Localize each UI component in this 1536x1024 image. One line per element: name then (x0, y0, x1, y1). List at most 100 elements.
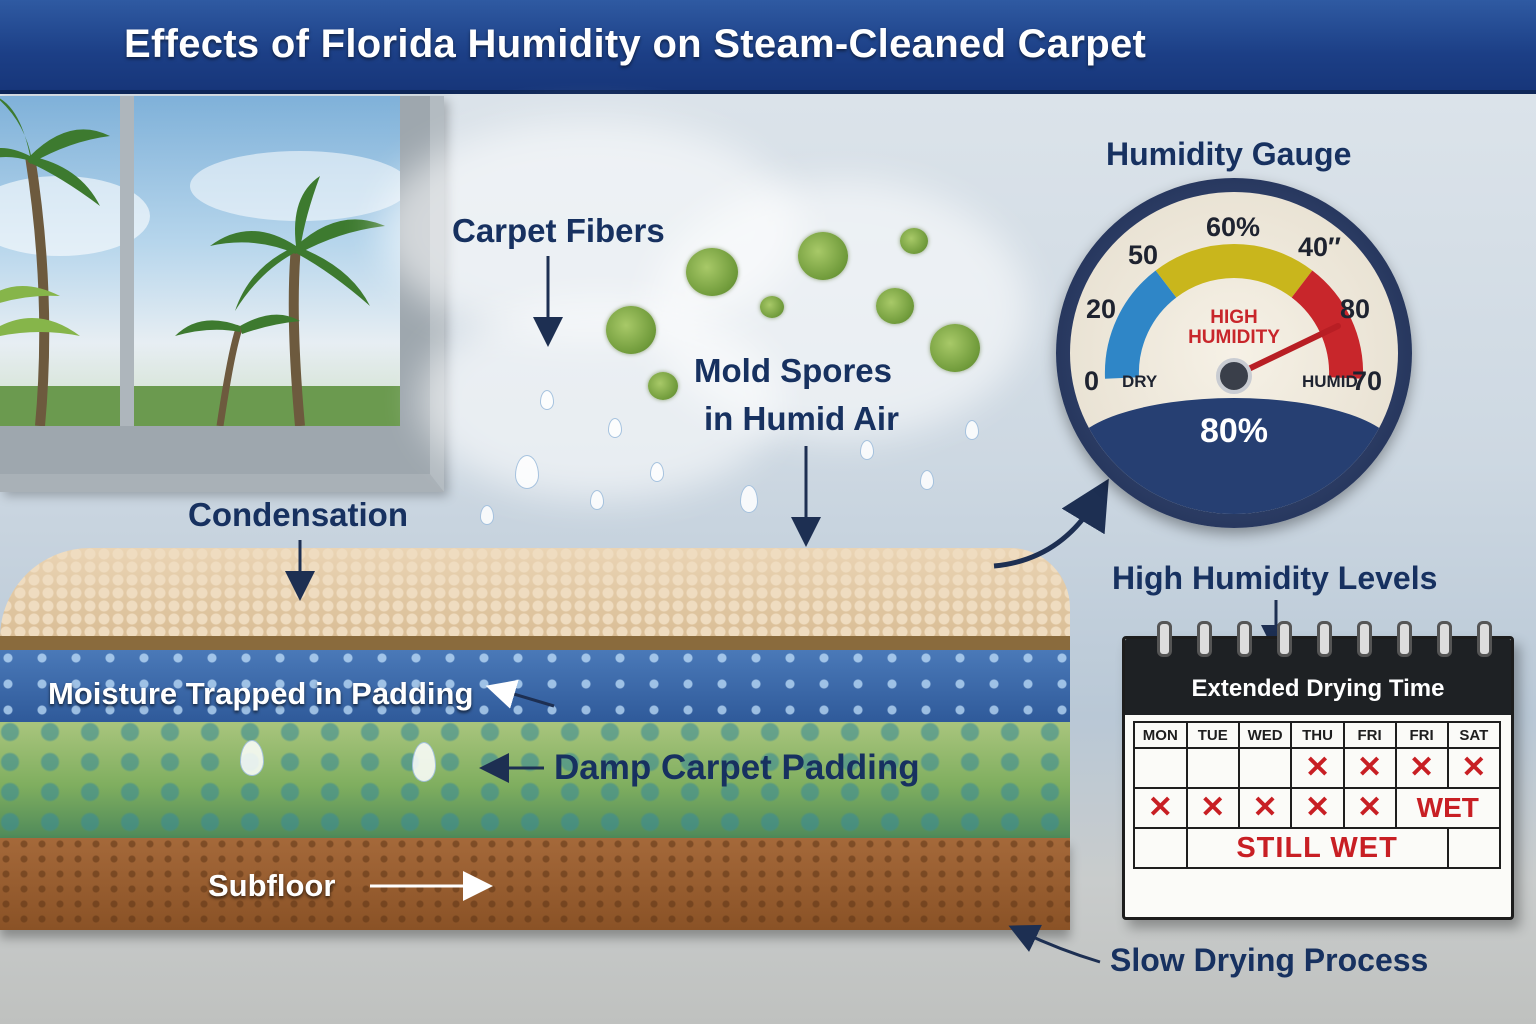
water-droplet (590, 490, 604, 510)
calendar-ring (1317, 621, 1332, 657)
gauge-tick-50: 50 (1128, 240, 1159, 270)
weekday-header: TUE (1185, 721, 1240, 749)
water-droplet (650, 462, 664, 482)
calendar-day-cell: ✕ (1342, 787, 1397, 829)
arrow-slow-drying (1008, 924, 1101, 964)
gauge-humid-label: HUMID (1302, 372, 1358, 391)
calendar-wet-cell: WET (1394, 787, 1501, 829)
gauge-tick-80: 80 (1340, 294, 1371, 324)
gauge-tick-0: 0 (1084, 366, 1100, 396)
mold-spore (798, 232, 848, 280)
drying-calendar: Extended Drying Time MON TUE WED THU FRI… (1122, 621, 1514, 920)
gauge-hub (1216, 358, 1252, 394)
calendar-day-cell: ✕ (1185, 787, 1240, 829)
weekday-header: FRI (1394, 721, 1449, 749)
calendar-week-row: STILL WET (1133, 827, 1502, 869)
calendar-day-cell: ✕ (1446, 747, 1502, 789)
calendar-title: Extended Drying Time (1191, 675, 1445, 702)
window-glass (0, 96, 410, 427)
calendar-day-cell (1133, 747, 1188, 789)
calendar-ring (1157, 621, 1172, 657)
gauge-title: Humidity Gauge (1106, 136, 1352, 172)
gauge-dial (1104, 244, 1364, 394)
gauge-zone-mid (1155, 244, 1313, 298)
gauge-face: 80% HIGH HUMIDITY 0 20 50 60% 40″ 80 70 … (1070, 192, 1398, 514)
gauge-tick-70: 70 (1352, 366, 1383, 396)
calendar-day-cell: ✕ (1342, 747, 1397, 789)
calendar-day-cell: ✕ (1133, 787, 1188, 829)
water-droplet (860, 440, 874, 460)
water-droplet (920, 470, 934, 490)
calendar-day-cell: ✕ (1290, 787, 1345, 829)
weekday-header: MON (1133, 721, 1188, 749)
label-condensation: Condensation (188, 496, 408, 533)
water-droplet (240, 740, 264, 776)
window-mullion (120, 96, 134, 426)
carpet-backing-layer (0, 636, 1070, 650)
calendar-ring (1437, 621, 1452, 657)
mold-spore (900, 228, 928, 254)
gauge-reading-panel (1070, 398, 1398, 514)
water-droplet (480, 505, 494, 525)
page-title: Effects of Florida Humidity on Steam-Cle… (124, 22, 1147, 66)
mold-spore (606, 306, 656, 354)
damp-padding-layer (0, 722, 1070, 838)
calendar-ring (1357, 621, 1372, 657)
calendar-week-row: ✕ ✕ ✕ ✕ ✕ WET (1133, 787, 1501, 829)
weekday-header: THU (1290, 721, 1345, 749)
calendar-ring (1477, 621, 1492, 657)
gauge-tick-20: 20 (1086, 294, 1117, 324)
calendar-day-cell: ✕ (1237, 787, 1293, 829)
water-droplet (740, 485, 758, 513)
weekday-header: WED (1237, 721, 1293, 749)
calendar-day-cell: ✕ (1290, 747, 1345, 789)
calendar-day-cell (1446, 827, 1502, 869)
arrow-moisture (485, 679, 555, 709)
label-high-humidity-levels: High Humidity Levels (1112, 560, 1438, 596)
weekday-header: SAT (1446, 721, 1502, 749)
label-mold-spores-line2: in Humid Air (704, 400, 899, 437)
mold-spore (648, 372, 678, 400)
water-droplet (965, 420, 979, 440)
gauge-zone-label: HIGH HUMIDITY (1166, 308, 1302, 348)
mold-spore (686, 248, 738, 296)
water-droplet (608, 418, 622, 438)
water-droplet (515, 455, 539, 489)
calendar-still-wet: STILL WET (1185, 827, 1449, 869)
label-slow-drying: Slow Drying Process (1110, 942, 1429, 978)
calendar-ring (1237, 621, 1252, 657)
mist-cloud (420, 300, 780, 500)
calendar-ring (1197, 621, 1212, 657)
mold-spore (876, 288, 914, 324)
carpet-fibers-layer (0, 548, 1070, 640)
label-damp-padding: Damp Carpet Padding (554, 748, 920, 787)
label-carpet-fibers: Carpet Fibers (452, 212, 665, 249)
calendar-ring (1277, 621, 1292, 657)
label-subfloor: Subfloor (208, 868, 336, 903)
calendar-grid: MON TUE WED THU FRI FRI SAT ✕ ✕ ✕ ✕ ✕ ✕ … (1133, 721, 1502, 869)
gauge-dry-label: DRY (1122, 372, 1158, 391)
weekday-header: FRI (1342, 721, 1397, 749)
label-mold-spores-line1: Mold Spores (694, 352, 893, 389)
calendar-day-cell (1133, 827, 1188, 869)
calendar-day-cell (1237, 747, 1293, 789)
gauge-zone-dry (1104, 270, 1177, 379)
gauge-zone-label-line2: HUMIDITY (1188, 327, 1280, 348)
gauge-tick-40: 40″ (1298, 232, 1341, 262)
gauge-zone-label-line1: HIGH (1210, 307, 1258, 328)
gauge-tick-60: 60% (1206, 212, 1261, 242)
calendar-day-cell (1185, 747, 1240, 789)
calendar-ring (1397, 621, 1412, 657)
label-moisture-trapped: Moisture Trapped in Padding (48, 676, 474, 711)
mold-spore (930, 324, 980, 372)
moisture-padding-layer (0, 650, 1070, 722)
title-bar (0, 0, 1536, 94)
subfloor-layer (0, 838, 1070, 930)
calendar-week-row: ✕ ✕ ✕ ✕ (1133, 747, 1502, 789)
gauge-needle (1231, 323, 1341, 379)
palm-trees-illustration (0, 98, 410, 427)
water-droplet (412, 742, 436, 782)
calendar-weekday-row: MON TUE WED THU FRI FRI SAT (1133, 721, 1502, 749)
water-droplet (540, 390, 554, 410)
gauge-reading: 80% (1199, 412, 1269, 450)
